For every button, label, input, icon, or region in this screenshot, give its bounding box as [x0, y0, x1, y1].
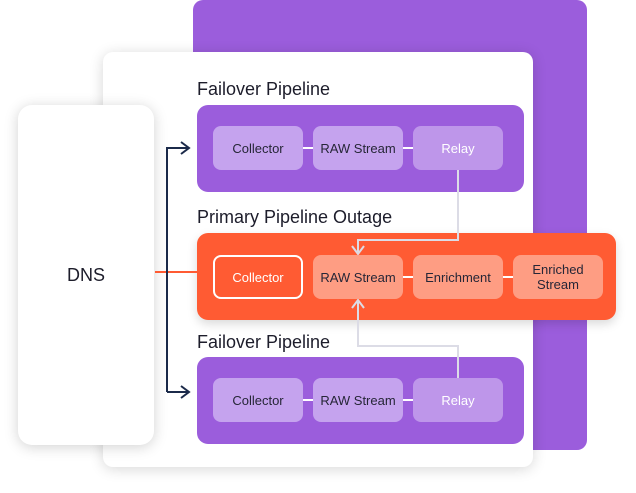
failover-bottom-raw-stream-node: RAW Stream — [313, 378, 403, 422]
arrowhead-down-icon — [351, 245, 365, 256]
relay-bottom-to-raw-stream-line — [357, 302, 459, 378]
primary-enriched-stream-node: Enriched Stream — [513, 255, 603, 299]
failover-bottom-title: Failover Pipeline — [197, 332, 331, 352]
dns-label: DNS — [66, 264, 105, 285]
primary-collector-node: Collector — [213, 255, 303, 299]
dns-to-failover-bracket — [166, 147, 188, 392]
failover-top-title: Failover Pipeline — [197, 79, 331, 99]
failover-top-relay-node: Relay — [413, 126, 503, 170]
arrowhead-failover-top-icon — [180, 141, 191, 155]
dns-box: DNS — [18, 105, 154, 445]
arrowhead-failover-bottom-icon — [180, 385, 191, 399]
primary-enrichment-node: Enrichment — [413, 255, 503, 299]
failover-top-raw-stream-node: RAW Stream — [313, 126, 403, 170]
primary-raw-stream-node: RAW Stream — [313, 255, 403, 299]
failover-bottom-relay-node: Relay — [413, 378, 503, 422]
relay-top-to-raw-stream-line — [357, 170, 459, 252]
pipeline-links — [303, 147, 513, 401]
primary-title: Primary Pipeline Outage — [197, 207, 393, 227]
failover-top-collector-node: Collector — [213, 126, 303, 170]
arrowhead-up-icon — [351, 298, 365, 309]
failover-bottom-collector-node: Collector — [213, 378, 303, 422]
